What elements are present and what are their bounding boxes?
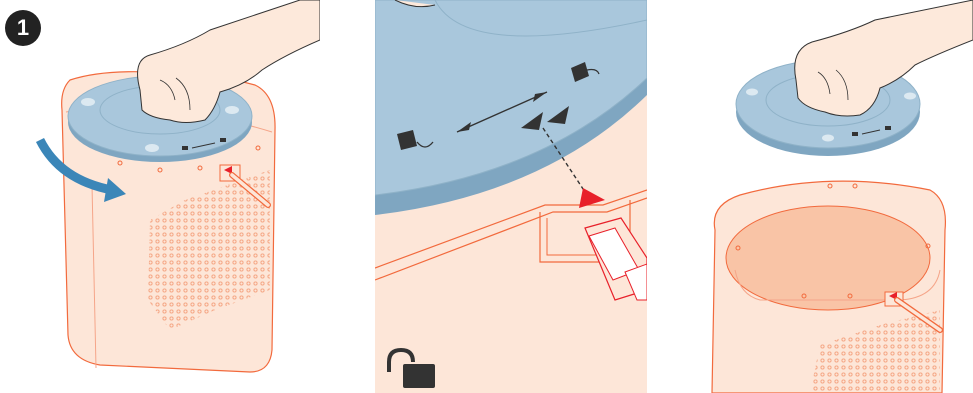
unlocked-icon xyxy=(397,130,434,150)
rotate-lid-illustration xyxy=(35,0,320,373)
unlock-icon xyxy=(387,347,435,388)
speaker-body xyxy=(711,180,947,393)
lift-lid-illustration xyxy=(711,0,973,393)
cable xyxy=(584,217,647,301)
locked-icon xyxy=(571,62,600,82)
alignment-detail-illustration xyxy=(375,0,647,393)
step-number-badge: 1 xyxy=(5,10,41,46)
hand-icon xyxy=(137,0,320,123)
panel-lift-lid xyxy=(700,0,973,393)
rotation-direction-arrow xyxy=(456,91,548,133)
hand-icon xyxy=(794,0,973,117)
panel-alignment-detail xyxy=(375,0,647,393)
panel-rotate-lid: 1 xyxy=(0,0,320,393)
rotate-arrow-icon xyxy=(35,137,126,202)
